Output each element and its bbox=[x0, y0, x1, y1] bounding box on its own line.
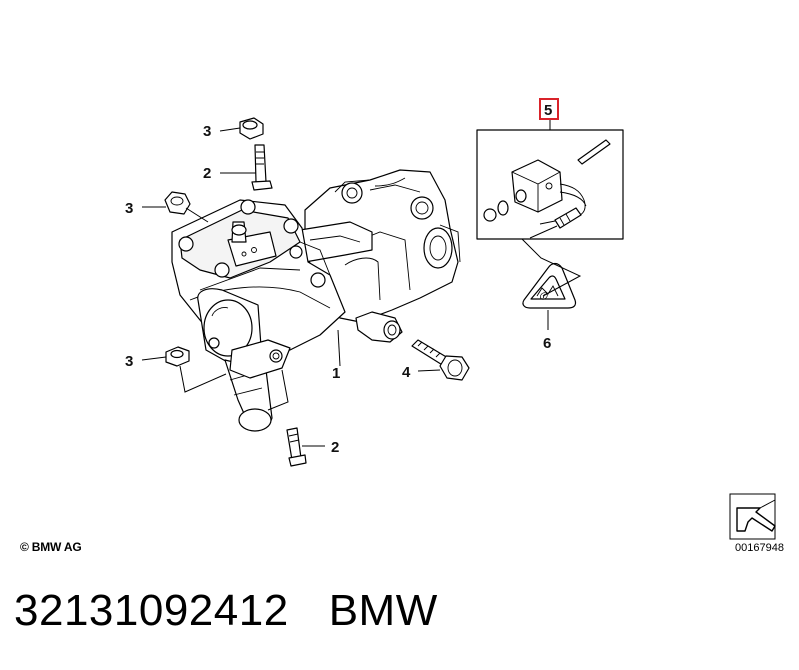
callout-3-top: 3 bbox=[203, 123, 211, 140]
nut-bottom[interactable] bbox=[165, 346, 190, 367]
callout-2-top: 2 bbox=[203, 165, 211, 182]
callout-6: 6 bbox=[543, 335, 551, 352]
part-caption: 32131092412 BMW bbox=[14, 586, 438, 636]
stud-bottom[interactable] bbox=[286, 427, 307, 467]
callout-5: 5 bbox=[544, 102, 552, 119]
part-number: 32131092412 bbox=[14, 586, 289, 635]
callout-4: 4 bbox=[402, 364, 411, 381]
nut-left[interactable] bbox=[164, 191, 191, 215]
stud-top[interactable] bbox=[251, 144, 273, 191]
callout-1: 1 bbox=[332, 365, 340, 382]
copyright-notice: © BMW AG bbox=[20, 540, 82, 554]
brand-name: BMW bbox=[328, 586, 438, 635]
callout-2-bottom: 2 bbox=[331, 439, 339, 456]
leader-lines bbox=[141, 119, 582, 447]
bolt[interactable] bbox=[411, 339, 470, 381]
svg-text:🛈: 🛈 bbox=[539, 292, 548, 301]
warning-label[interactable]: 🛈 bbox=[522, 262, 577, 309]
callout-3-bottom: 3 bbox=[125, 353, 133, 370]
nut-top[interactable] bbox=[239, 117, 264, 140]
orientation-arrow-icon bbox=[729, 493, 776, 540]
diagram-id: 00167948 bbox=[735, 542, 784, 554]
callout-3-left: 3 bbox=[125, 200, 133, 217]
solenoid-valve-kit[interactable] bbox=[476, 129, 624, 240]
steering-gear-box[interactable] bbox=[171, 169, 461, 432]
callout-5-highlight[interactable]: 5 bbox=[539, 98, 559, 120]
